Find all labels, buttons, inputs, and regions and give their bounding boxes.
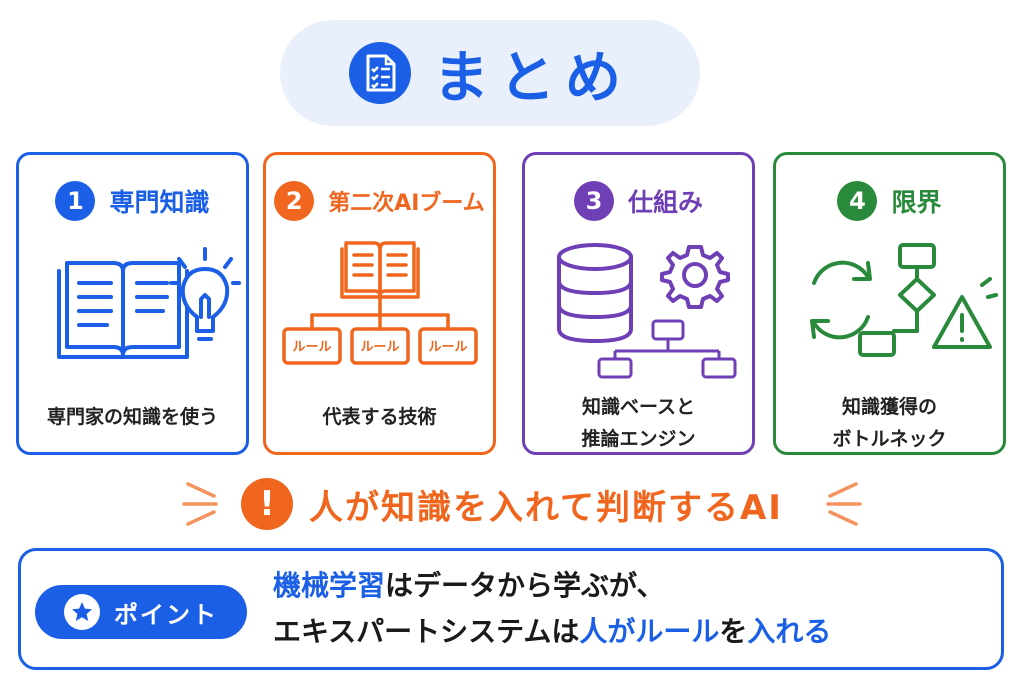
rule-label: ルール	[360, 340, 399, 355]
exclamation-icon: !	[241, 478, 294, 530]
point-line-2-middle: を	[719, 615, 748, 648]
card-description-line: 専門家の知識を使う	[46, 406, 218, 428]
key-statement: ! 人が知識を入れて判断するAI	[0, 474, 1024, 534]
cycle-flowchart-warning-icon	[810, 243, 998, 357]
book-rules-tree-icon: ルール ルール ルール	[282, 241, 478, 365]
point-box: ポイント 機械学習はデータから学ぶが、 エキスパートシステムは人がルールを入れる	[18, 548, 1004, 670]
card-number: 1	[55, 181, 96, 221]
card-description-line: ボトルネック	[832, 428, 947, 450]
point-line-2-prefix: エキスパートシステムは	[273, 615, 580, 648]
point-line-1: 機械学習はデータから学ぶが、	[273, 563, 831, 609]
emphasis-lines-icon	[826, 482, 862, 526]
card-header: 1 専門知識	[19, 181, 246, 221]
rule-label: ルール	[428, 340, 467, 355]
card-limitations: 4 限界 知識獲得の ボトルネック	[773, 152, 1006, 455]
highlight-human: 人が	[579, 615, 636, 648]
point-line-1-rest: はデータから学ぶが、	[385, 569, 665, 602]
card-description-line: 知識ベースと	[581, 396, 696, 418]
statement-text: 人が知識を入れて判断するAI	[309, 487, 783, 528]
rule-label: ルール	[292, 340, 331, 355]
card-description-line: 代表する技術	[322, 406, 437, 428]
card-header: 2 第二次AIブーム	[266, 181, 493, 221]
card-description: 知識獲得の ボトルネック	[776, 391, 1003, 455]
emphasis-lines-icon	[182, 482, 218, 526]
point-label: ポイント	[114, 600, 218, 629]
card-title: 専門知識	[109, 188, 210, 217]
page-title: まとめ	[433, 45, 631, 111]
card-expert-knowledge: 1 専門知識 専門家の知識を使う	[16, 152, 249, 455]
card-number: 3	[573, 181, 614, 221]
point-line-2: エキスパートシステムは人がルールを入れる	[273, 609, 831, 655]
card-title: 仕組み	[627, 188, 703, 217]
card-second-ai-boom: 2 第二次AIブーム ルール ルール ルール 代表する技術	[263, 152, 496, 455]
card-title: 第二次AIブーム	[328, 191, 485, 216]
card-description: 知識ベースと 推論エンジン	[525, 391, 752, 455]
card-description-line: 推論エンジン	[581, 428, 696, 450]
book-lightbulb-icon	[57, 247, 241, 359]
card-description-line: 知識獲得の	[841, 396, 937, 418]
highlight-machine-learning: 機械学習	[273, 569, 386, 602]
database-gear-flow-icon	[557, 243, 737, 379]
card-description: 代表する技術	[266, 401, 493, 433]
highlight-rule: ルール	[635, 615, 720, 648]
checklist-document-icon	[349, 42, 411, 104]
card-number: 2	[274, 181, 315, 221]
card-header: 3 仕組み	[525, 181, 752, 221]
highlight-put-in: 入れる	[747, 615, 832, 648]
card-header: 4 限界	[776, 181, 1003, 221]
title-pill: まとめ	[280, 20, 700, 126]
card-title: 限界	[891, 188, 942, 217]
star-icon	[64, 594, 100, 630]
point-badge: ポイント	[35, 585, 247, 639]
card-description: 専門家の知識を使う	[19, 401, 246, 433]
point-text: 機械学習はデータから学ぶが、 エキスパートシステムは人がルールを入れる	[273, 563, 831, 655]
card-mechanism: 3 仕組み 知識ベースと 推論エンジン	[522, 152, 755, 455]
card-number: 4	[837, 181, 878, 221]
